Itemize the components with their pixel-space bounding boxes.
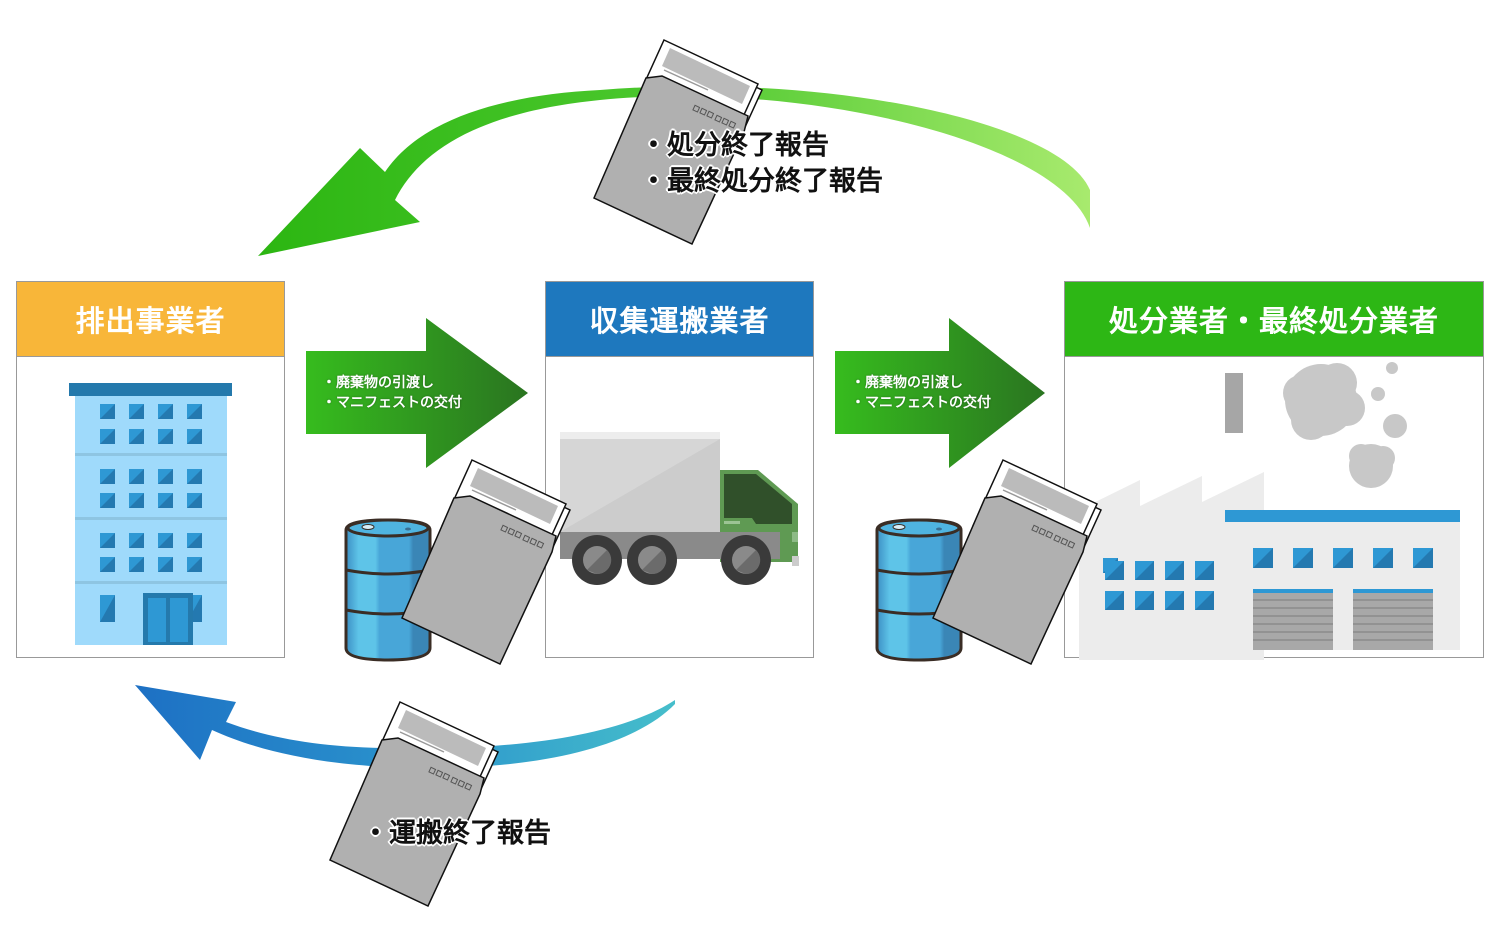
actor-header-disposer: 処分業者・最終処分業者 — [1065, 282, 1483, 357]
forward-flow-2-label: ・廃棄物の引渡し ・マニフェストの交付 — [851, 375, 991, 411]
manifest-envelope-icon — [932, 459, 1102, 665]
return-arrow-top — [258, 86, 1090, 256]
forward-arrow-2 — [835, 318, 1045, 468]
actor-panel-transporter: 収集運搬業者 — [545, 281, 814, 658]
actor-header-transporter: 収集運搬業者 — [546, 282, 813, 357]
forward-arrow-1 — [306, 318, 528, 468]
return-flow-bottom-label: ・運搬終了報告 — [362, 818, 551, 849]
factory-icon — [1079, 362, 1460, 660]
actor-header-emitter: 排出事業者 — [17, 282, 284, 357]
return-flow-top-label: ・処分終了報告 ・最終処分終了報告 — [640, 130, 883, 197]
actor-panel-disposer: 処分業者・最終処分業者 — [1064, 281, 1484, 660]
manifest-envelope-icon — [401, 459, 571, 665]
actor-panel-emitter: 排出事業者 — [16, 281, 285, 658]
return-arrow-bottom — [135, 685, 675, 768]
truck-icon — [560, 432, 799, 585]
actor-label-disposer: 処分業者・最終処分業者 — [1108, 304, 1439, 338]
actor-label-transporter: 収集運搬業者 — [589, 304, 770, 338]
forward-flow-1-label: ・廃棄物の引渡し ・マニフェストの交付 — [322, 375, 462, 411]
actor-label-emitter: 排出事業者 — [75, 304, 226, 338]
office-building-icon — [69, 383, 232, 645]
